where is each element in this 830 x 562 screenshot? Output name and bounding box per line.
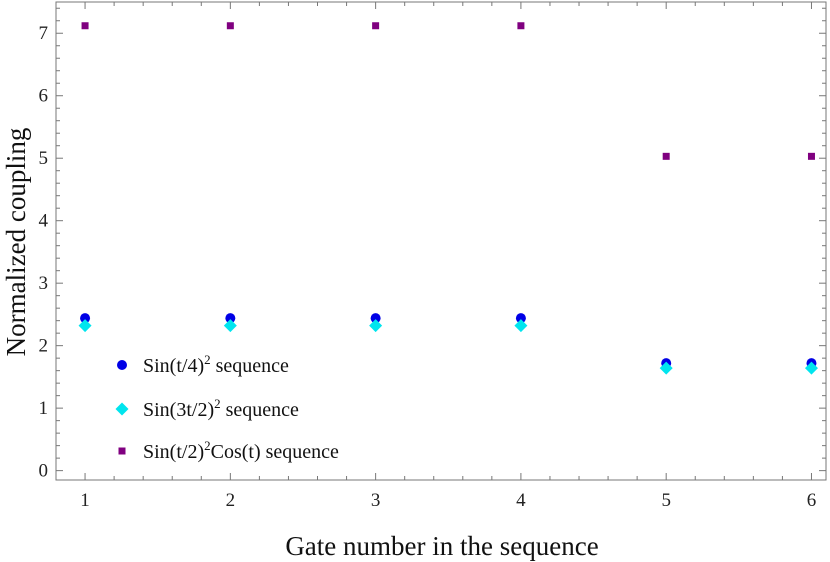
data-point-circle [515,313,526,324]
data-point-square [81,22,89,30]
y-tick-label: 6 [39,86,49,107]
x-tick-label: 1 [80,490,90,511]
data-point-diamond [223,319,237,333]
x-tick-label: 4 [516,490,526,511]
data-point-diamond [369,319,383,333]
data-point-diamond [514,319,528,333]
data-point-diamond [78,319,92,333]
x-tick-labels: 1 2 3 4 5 6 [80,490,816,511]
y-tick-label: 3 [39,273,49,294]
legend-marker-circle [117,360,127,370]
y-tick-label: 2 [39,336,49,357]
plot-frame [55,1,827,481]
y-tick-label: 0 [39,461,49,482]
x-axis-title: Gate number in the sequence [285,531,598,561]
legend-item-2: Sin(3t/2)2 sequence [115,396,299,421]
legend-marker-square [118,447,126,455]
data-point-square [517,22,525,30]
data-point-circle [225,313,236,324]
x-tick-label: 2 [226,490,236,511]
y-axis-title: Normalized coupling [1,128,31,357]
data-point-square [807,152,815,160]
legend-item-1: Sin(t/4)2 sequence [117,352,289,377]
data-point-circle [370,313,381,324]
legend-label: Sin(t/4)2 sequence [143,352,289,377]
data-points [78,22,818,375]
x-tick-label: 3 [371,490,381,511]
y-tick-label: 4 [39,211,49,232]
y-tick-labels: 0 1 2 3 4 5 6 7 [39,23,49,481]
plot-border [55,1,827,481]
legend-label: Sin(3t/2)2 sequence [143,396,299,421]
legend-marker-diamond [115,402,129,416]
data-point-diamond [659,361,673,375]
legend-label: Sin(t/2)2Cos(t) sequence [143,438,339,463]
data-point-square [372,22,380,30]
y-tick-label: 1 [39,398,49,419]
axis-ticks [55,2,826,480]
series-3 [81,22,815,160]
series-2 [78,319,818,375]
y-tick-label: 5 [39,148,49,169]
data-point-diamond [804,361,818,375]
data-point-square [226,22,234,30]
legend-item-3: Sin(t/2)2Cos(t) sequence [118,438,339,463]
x-tick-label: 5 [661,490,671,511]
data-point-square [662,152,670,160]
data-point-circle [80,313,91,324]
y-tick-label: 7 [39,23,49,44]
x-tick-label: 6 [807,490,817,511]
